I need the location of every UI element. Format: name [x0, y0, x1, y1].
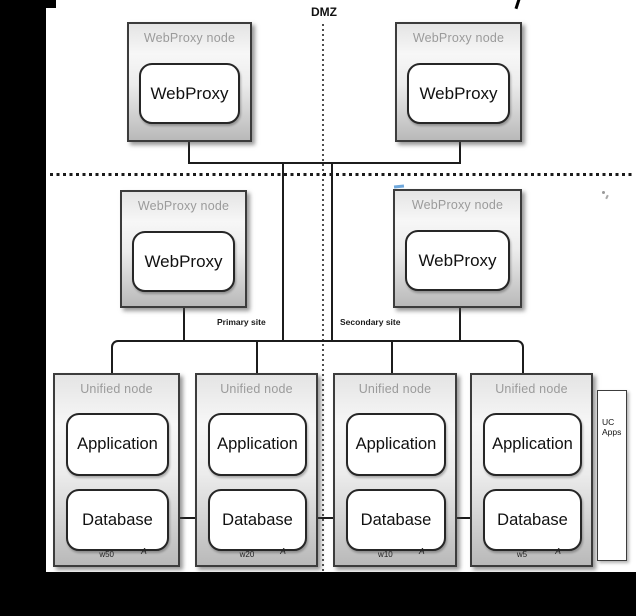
node-marker-label: A [555, 546, 561, 556]
connector-rail-left [282, 163, 284, 341]
connector-webproxy3-stub [183, 307, 185, 341]
connector-site-bus [119, 340, 515, 342]
webproxy-component-box: WebProxy [407, 63, 510, 124]
unified-node-1: Unified node Application Database w50 A [53, 373, 180, 567]
application-label: Application [492, 435, 573, 453]
webproxy-component-box: WebProxy [139, 63, 240, 124]
database-box: Database [66, 489, 169, 551]
connector-database1-database2 [167, 517, 208, 519]
node-weight-label: w50 [99, 550, 114, 559]
application-box: Application [66, 413, 169, 476]
connector-webproxy1-stub [188, 142, 190, 163]
connector-database3-database4 [444, 517, 480, 519]
node-marker-label: A [419, 546, 425, 556]
webproxy-component-label: WebProxy [144, 251, 223, 271]
uc-apps-label-line2: Apps [602, 427, 622, 437]
webproxy-node-title: WebProxy node [412, 31, 505, 45]
connector-webproxy2-stub [459, 142, 461, 163]
unified-node-title: Unified node [80, 382, 153, 396]
unified-node-4: Unified node Application Database w5 A [470, 373, 593, 567]
webproxy-component-box: WebProxy [405, 230, 510, 291]
stray-black-mark [514, 0, 521, 10]
database-label: Database [82, 510, 153, 529]
webproxy-component-label: WebProxy [418, 250, 497, 270]
connector-unified3-stub [391, 341, 393, 374]
database-box: Database [483, 489, 582, 551]
connector-webproxy4-stub [459, 307, 461, 341]
unified-node-title: Unified node [220, 382, 293, 396]
node-weight-label: w20 [239, 550, 255, 559]
uc-apps-label-line1: UC [602, 417, 615, 427]
connector-dmz-bus [188, 162, 461, 164]
unified-node-3: Unified node Application Database w10 A [333, 373, 457, 567]
frame-bottom-bar [0, 572, 636, 616]
application-label: Application [217, 435, 298, 453]
connector-site-bus-elbow-left [111, 340, 120, 349]
node-weight-label: w5 [516, 550, 528, 559]
frame-left-bar [0, 0, 46, 616]
webproxy-node-dmz-left: WebProxy node WebProxy [127, 22, 252, 142]
webproxy-component-box: WebProxy [132, 231, 235, 292]
webproxy-node-dmz-right: WebProxy node WebProxy [395, 22, 522, 142]
dmz-divider-dotted-line [322, 24, 324, 572]
node-marker-label: A [280, 546, 286, 556]
secondary-site-label: Secondary site [340, 317, 401, 327]
connector-unified2-stub [256, 341, 258, 374]
connector-rail-right [331, 163, 333, 341]
webproxy-node-title: WebProxy node [411, 198, 504, 212]
connector-unified4-stub [522, 348, 524, 374]
node-marker-label: A [141, 546, 147, 556]
webproxy-node-secondary-site: WebProxy node WebProxy [393, 189, 522, 308]
stray-gray-dot [602, 191, 605, 194]
webproxy-component-label: WebProxy [150, 83, 229, 103]
webproxy-node-primary-site: WebProxy node WebProxy [120, 190, 247, 308]
connector-site-bus-elbow-right [515, 340, 524, 349]
database-box: Database [208, 489, 307, 551]
unified-node-2: Unified node Application Database w20 A [195, 373, 318, 567]
uc-apps-box: UC Apps [597, 390, 627, 561]
application-box: Application [346, 413, 446, 476]
stray-blue-tick [393, 184, 405, 189]
dmz-zone-label: DMZ [311, 5, 337, 19]
application-box: Application [208, 413, 307, 476]
webproxy-node-title: WebProxy node [143, 31, 236, 45]
database-box: Database [346, 489, 446, 551]
webproxy-component-label: WebProxy [419, 83, 498, 103]
webproxy-node-title: WebProxy node [137, 199, 230, 213]
database-label: Database [222, 510, 293, 529]
application-box: Application [483, 413, 582, 476]
database-label: Database [497, 510, 568, 529]
connector-database2-database3 [309, 517, 344, 519]
primary-site-label: Primary site [217, 317, 266, 327]
frame-top-notch [46, 0, 56, 8]
database-label: Database [360, 510, 432, 529]
application-label: Application [77, 435, 158, 453]
node-weight-label: w10 [378, 550, 393, 559]
firewall-dotted-line [50, 173, 633, 176]
unified-node-title: Unified node [358, 382, 432, 396]
application-label: Application [355, 435, 437, 453]
connector-unified1-stub [111, 348, 113, 374]
stray-gray-comma [605, 194, 609, 200]
unified-node-title: Unified node [495, 382, 568, 396]
